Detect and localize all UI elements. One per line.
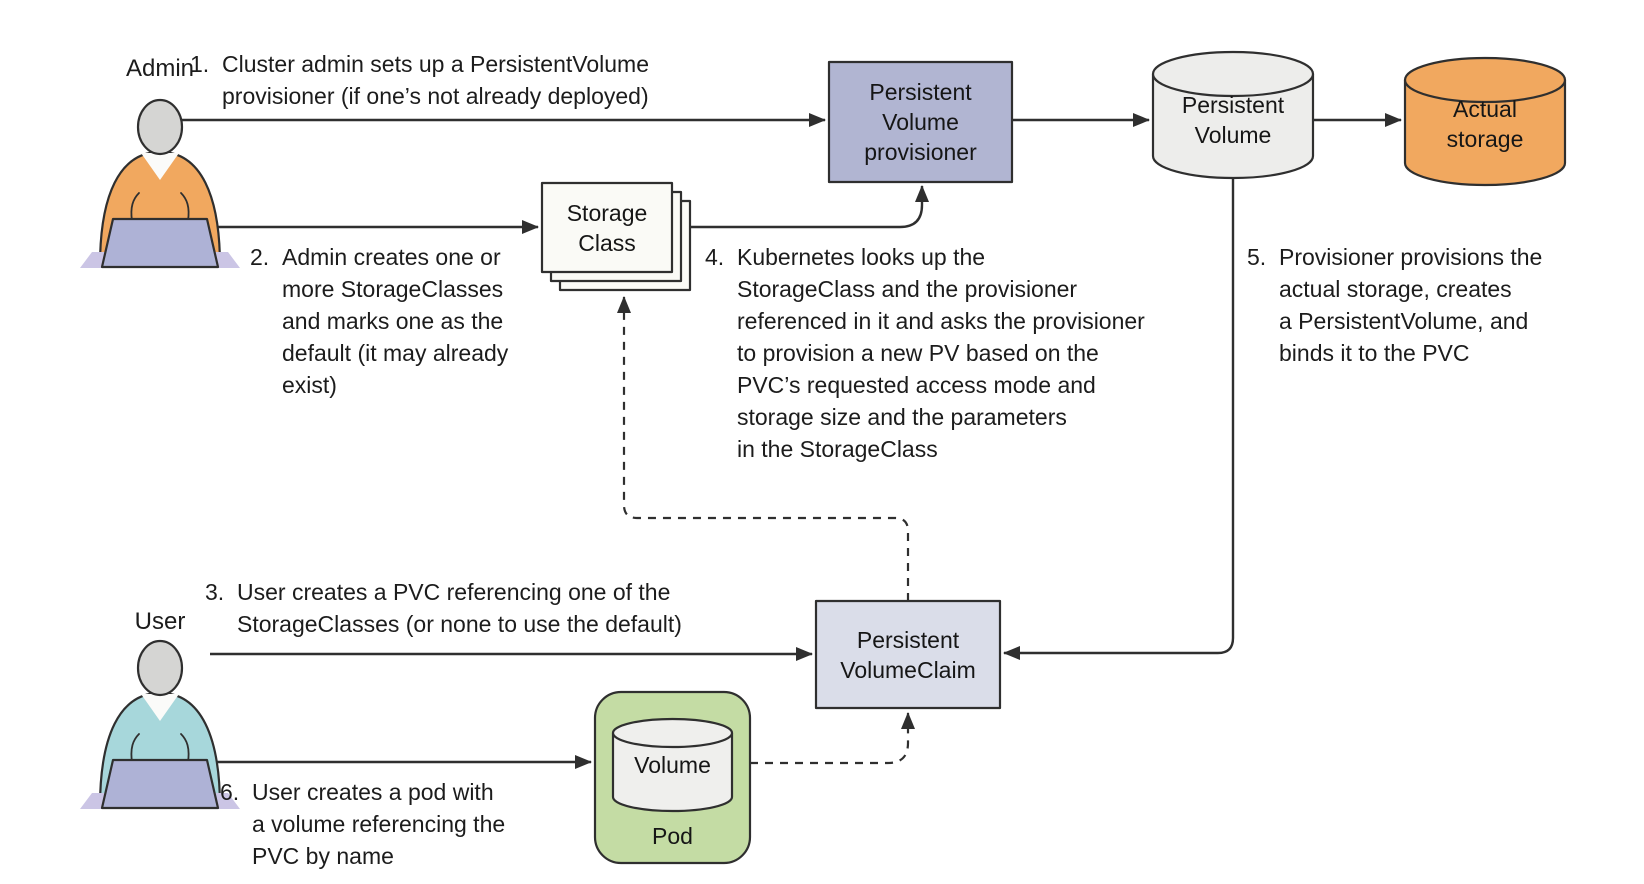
dashed-arrow-pod-to-pvc [750, 712, 915, 765]
arrow-storageclass-to-provisioner [672, 185, 929, 229]
user-vneck [141, 694, 179, 721]
step-body: User creates a pod with a volume referen… [252, 779, 506, 869]
admin-vneck [141, 153, 179, 180]
admin-figure [80, 98, 240, 269]
step-1-text: 1. Cluster admin sets up a PersistentVol… [190, 48, 649, 112]
actual-storage-label: Actual storage [1446, 96, 1524, 152]
arrow-pv-to-pvc [1003, 178, 1235, 660]
user-laptop [100, 758, 220, 810]
step-body: Cluster admin sets up a PersistentVolume… [222, 51, 649, 109]
persistent-volume-label: Persistent Volume [1181, 92, 1285, 148]
admin-arm-crease-left [130, 192, 140, 222]
step-number: 6. [220, 779, 240, 805]
step-3-text: 3. User creates a PVC referencing one of… [205, 576, 682, 640]
volume-cylinder [611, 717, 734, 813]
user-figure [80, 639, 240, 810]
pod-box [593, 690, 752, 865]
step-2-text: 2. Admin creates one or more StorageClas… [250, 241, 508, 401]
user-arm-crease-left [130, 733, 140, 763]
step-number: 2. [250, 244, 270, 270]
provisioner-label: Persistent Volume provisioner [864, 79, 977, 165]
dashed-arrow-pvc-to-storageclass [617, 296, 910, 601]
step-number: 5. [1247, 244, 1267, 270]
step-number: 4. [705, 244, 725, 270]
volume-label: Volume [634, 752, 711, 778]
provisioner-box [827, 60, 1014, 184]
admin-laptop [100, 217, 220, 269]
persistent-volume-cylinder [1151, 50, 1315, 180]
user-label: User [134, 608, 186, 635]
admin-label: Admin [125, 55, 195, 82]
flow-arrows [166, 113, 1402, 769]
actual-storage-cylinder [1403, 56, 1567, 187]
step-5-text: 5. Provisioner provisions the actual sto… [1247, 241, 1542, 369]
storage-class-label: Storage Class [566, 199, 648, 256]
step-number: 1. [190, 51, 210, 77]
admin-arm-crease-right [180, 192, 190, 222]
pvc-label: Persistent VolumeClaim [840, 626, 976, 683]
pod-label: Pod [652, 823, 693, 849]
pvc-box [814, 599, 1002, 710]
admin-head [136, 98, 184, 156]
step-body: Provisioner provisions the actual storag… [1279, 244, 1543, 366]
reference-arrows [617, 296, 915, 765]
step-4-text: 4. Kubernetes looks up the StorageClass … [705, 241, 1145, 465]
step-6-text: 6. User creates a pod with a volume refe… [220, 776, 505, 872]
step-body: User creates a PVC referencing one of th… [237, 579, 682, 637]
user-head [136, 639, 184, 697]
user-arm-crease-right [180, 733, 190, 763]
step-body: Kubernetes looks up the StorageClass and… [737, 244, 1145, 462]
step-body: Admin creates one or more StorageClasses… [282, 244, 509, 398]
step-number: 3. [205, 579, 225, 605]
storage-class-stack [540, 181, 692, 292]
